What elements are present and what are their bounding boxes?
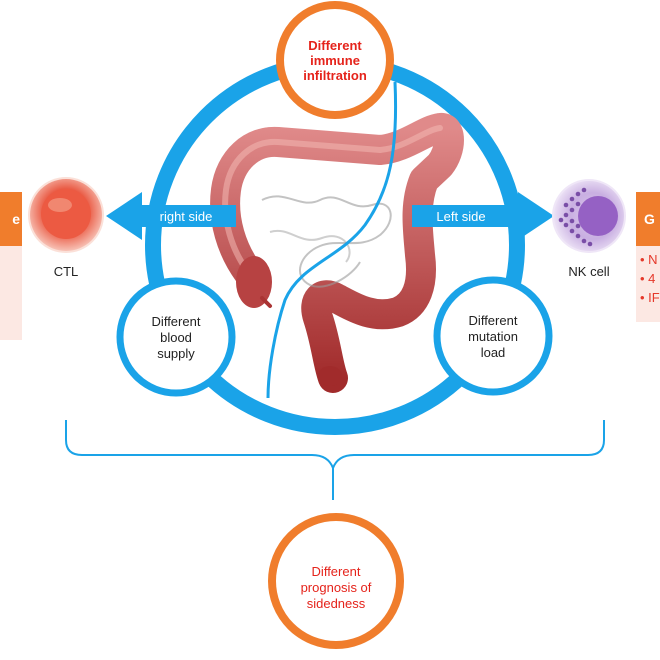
left-inner-line-1: Different: [152, 314, 201, 329]
bottom-circle: [268, 513, 404, 649]
left-panel-header: e: [0, 192, 22, 246]
right-inner-line-2: mutation: [468, 329, 518, 344]
left-inner-circle: [116, 277, 236, 397]
left-inner-line-2: blood: [160, 330, 192, 345]
bottom-circle-line-2: prognosis of: [301, 580, 372, 595]
ctl-cell-icon: [28, 177, 104, 253]
right-inner-line-3: load: [481, 345, 506, 360]
bottom-circle-line-3: sidedness: [307, 596, 366, 611]
nk-cell-label: NK cell: [568, 264, 609, 279]
right-panel-item: • N: [640, 252, 658, 267]
bottom-circle-line-1: Different: [312, 564, 361, 579]
colon-illustration: [210, 113, 464, 393]
right-panel-list: • N • 4 • IF: [640, 250, 660, 307]
right-panel-item: • 4: [640, 271, 656, 286]
left-arrow: [106, 192, 236, 240]
right-inner-circle: [433, 276, 553, 396]
right-panel-header: G: [636, 192, 660, 246]
top-circle-line-3: infiltration: [303, 68, 367, 83]
top-circle-line-1: Different: [308, 38, 362, 53]
top-circle: [276, 1, 394, 119]
right-panel-item: • IF: [640, 290, 660, 305]
nk-cell-icon: [552, 179, 626, 253]
left-inner-line-3: supply: [157, 346, 195, 361]
sidedness-divider: [266, 81, 398, 399]
ctl-label: CTL: [54, 264, 79, 279]
right-info-panel: G • N • 4 • IF: [636, 192, 660, 322]
top-circle-line-2: immune: [310, 53, 360, 68]
right-arrow-label: Left side: [436, 209, 485, 224]
left-info-panel: e: [0, 192, 22, 340]
right-arrow: [412, 192, 554, 240]
right-inner-line-1: Different: [469, 313, 518, 328]
left-arrow-label: right side: [160, 209, 213, 224]
